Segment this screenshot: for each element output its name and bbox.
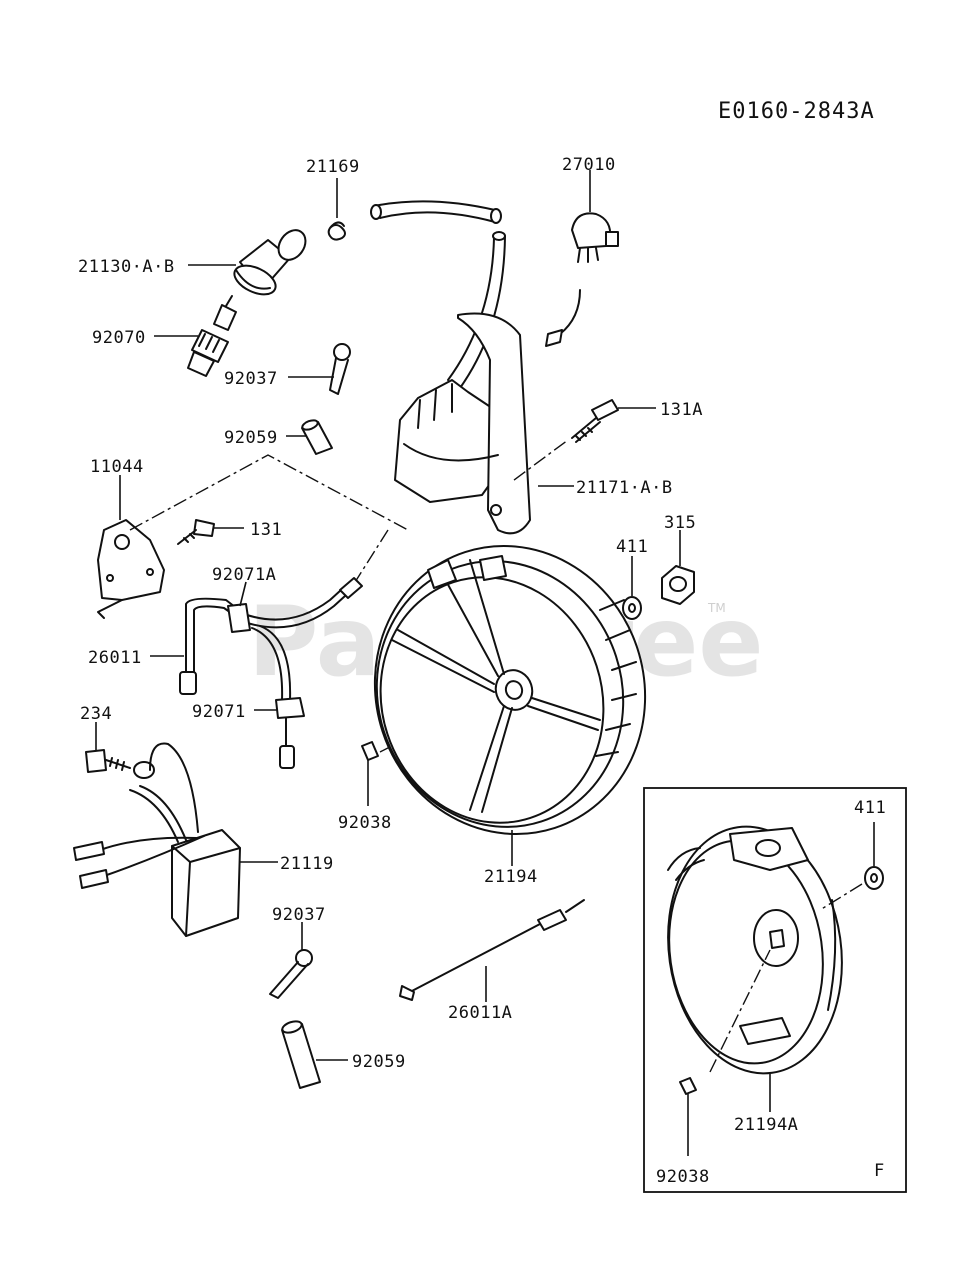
flywheel[interactable] xyxy=(338,511,682,870)
washer-411-alt[interactable] xyxy=(864,866,884,890)
label-411[interactable]: 411 xyxy=(616,537,648,557)
lead-wire[interactable] xyxy=(399,899,585,1001)
tube-sleeve-upper[interactable] xyxy=(301,419,333,455)
bolt-131A[interactable] xyxy=(571,399,619,443)
label-21194[interactable]: 21194 xyxy=(484,867,538,887)
tube-sleeve-lower[interactable] xyxy=(281,1019,321,1089)
watermark-tm: TM xyxy=(707,601,726,615)
label-11044[interactable]: 11044 xyxy=(90,457,144,477)
bolt-131[interactable] xyxy=(177,519,215,545)
label-92071A[interactable]: 92071A xyxy=(212,565,276,585)
mounting-bracket[interactable] xyxy=(97,519,165,619)
label-92037-lower[interactable]: 92037 xyxy=(272,905,326,925)
wire-terminal-lower[interactable] xyxy=(269,949,313,999)
label-315[interactable]: 315 xyxy=(664,513,696,533)
ignition-module[interactable] xyxy=(73,742,241,937)
stop-switch[interactable] xyxy=(545,212,619,347)
label-92037-upper[interactable]: 92037 xyxy=(224,369,278,389)
inset-letter: F xyxy=(874,1161,885,1181)
assembly-line-washer-alt xyxy=(819,883,863,911)
assembly-line-key-alt xyxy=(709,949,771,1073)
label-92059-upper[interactable]: 92059 xyxy=(224,428,278,448)
spark-plug-cap[interactable] xyxy=(230,225,311,300)
label-27010[interactable]: 27010 xyxy=(562,155,616,175)
woodruff-key[interactable] xyxy=(361,741,379,761)
nut-315[interactable] xyxy=(661,565,695,605)
inset-frame xyxy=(643,787,907,1193)
diagram-code: E0160-2843A xyxy=(718,99,875,124)
leader-92071A xyxy=(239,581,247,607)
ignition-coil[interactable] xyxy=(370,200,531,535)
label-92070[interactable]: 92070 xyxy=(92,328,146,348)
label-131A[interactable]: 131A xyxy=(660,400,703,420)
cap-spring[interactable] xyxy=(327,221,346,241)
label-26011[interactable]: 26011 xyxy=(88,648,142,668)
label-21119[interactable]: 21119 xyxy=(280,854,334,874)
washer-411[interactable] xyxy=(622,596,642,620)
label-21171[interactable]: 21171·A·B xyxy=(576,478,673,498)
woodruff-key-alt[interactable] xyxy=(679,1077,697,1095)
flywheel-alt[interactable] xyxy=(653,815,858,1085)
label-21130[interactable]: 21130·A·B xyxy=(78,257,175,277)
assembly-line-bracket xyxy=(129,454,409,531)
label-21194A[interactable]: 21194A xyxy=(734,1115,798,1135)
wire-harness[interactable] xyxy=(179,577,363,769)
assembly-line-bolt xyxy=(513,439,569,481)
screw-234[interactable] xyxy=(85,749,131,773)
label-92038-alt[interactable]: 92038 xyxy=(656,1167,710,1187)
label-92059-lower[interactable]: 92059 xyxy=(352,1052,406,1072)
wire-terminal-upper[interactable] xyxy=(329,343,351,395)
label-26011A[interactable]: 26011A xyxy=(448,1003,512,1023)
label-131[interactable]: 131 xyxy=(250,520,282,540)
label-92071[interactable]: 92071 xyxy=(192,702,246,722)
label-411-alt[interactable]: 411 xyxy=(854,798,886,818)
label-234[interactable]: 234 xyxy=(80,704,112,724)
spark-plug[interactable] xyxy=(187,295,237,377)
label-92038[interactable]: 92038 xyxy=(338,813,392,833)
label-21169[interactable]: 21169 xyxy=(306,157,360,177)
